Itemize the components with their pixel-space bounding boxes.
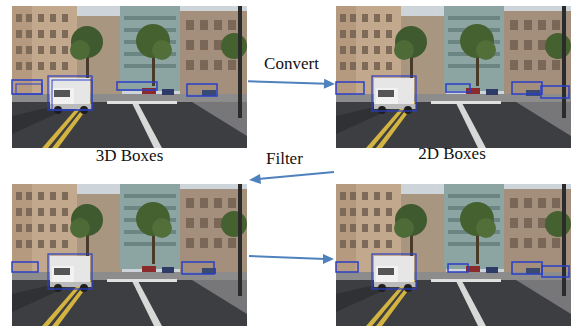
panel-caption: 2D Boxes [336,144,568,164]
edge-label: Convert [262,55,321,74]
image-panel: 2D Boxes [336,6,568,148]
image-panel: 3D Boxes [12,6,247,148]
flow-arrow [248,79,335,89]
panel-caption: 3D Boxes [12,146,247,166]
step-label: Filter [264,150,305,169]
